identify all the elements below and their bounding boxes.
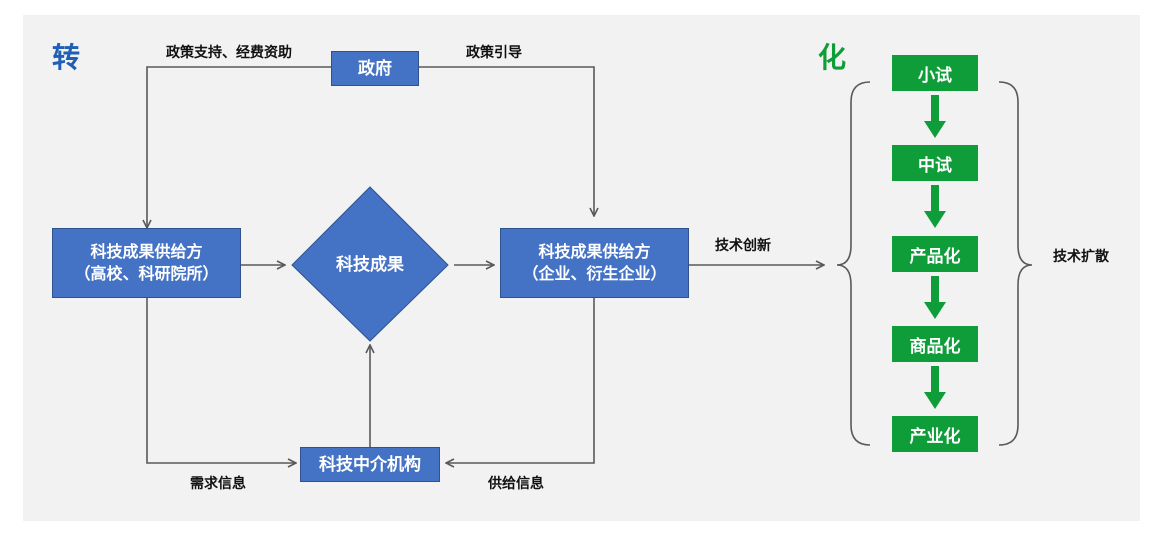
edge-government-to-left-supplier — [147, 66, 331, 228]
label-policy-guide: 政策引导 — [466, 45, 522, 61]
stage-arrow-1 — [924, 95, 946, 138]
stage-arrow-4 — [924, 366, 946, 409]
right-brace — [998, 81, 1033, 446]
left-brace — [836, 81, 871, 446]
heading-hua: 化 — [818, 41, 847, 74]
stage-intermediate-test: 中试 — [892, 145, 978, 181]
intermediary-label: 科技中介机构 — [319, 454, 421, 475]
label-policy-support: 政策支持、经费资助 — [166, 45, 292, 61]
stage-productization: 产品化 — [892, 236, 978, 272]
stage-commercialization: 商品化 — [892, 326, 978, 362]
stage-industrialization: 产业化 — [892, 416, 978, 452]
label-tech-innovation: 技术创新 — [715, 238, 771, 254]
supplier-left-subtitle: （高校、科研院所） — [74, 264, 219, 283]
government-node: 政府 — [331, 51, 419, 86]
stage-pilot-test: 小试 — [892, 55, 978, 91]
achievement-label: 科技成果 — [336, 255, 404, 275]
heading-zhuan: 转 — [52, 41, 81, 74]
edge-right-supplier-to-intermediary — [446, 298, 595, 463]
edge-left-supplier-to-intermediary — [146, 298, 296, 463]
achievement-diamond-shape — [291, 186, 449, 342]
supplier-left-node: 科技成果供给方 （高校、科研院所） — [52, 228, 241, 298]
intermediary-node: 科技中介机构 — [300, 447, 440, 482]
supplier-right-node: 科技成果供给方 （企业、衍生企业） — [500, 228, 689, 298]
supplier-left-title: 科技成果供给方 — [90, 242, 203, 261]
supplier-right-title: 科技成果供给方 — [538, 242, 651, 261]
label-tech-diffusion: 技术扩散 — [1053, 249, 1109, 265]
label-supply-info: 供给信息 — [488, 476, 544, 492]
government-label: 政府 — [358, 58, 392, 79]
stage-arrow-2 — [924, 185, 946, 228]
supplier-right-subtitle: （企业、衍生企业） — [522, 264, 667, 283]
stage-arrow-3 — [924, 276, 946, 319]
edge-government-to-right-supplier — [419, 66, 594, 216]
label-demand-info: 需求信息 — [190, 476, 246, 492]
